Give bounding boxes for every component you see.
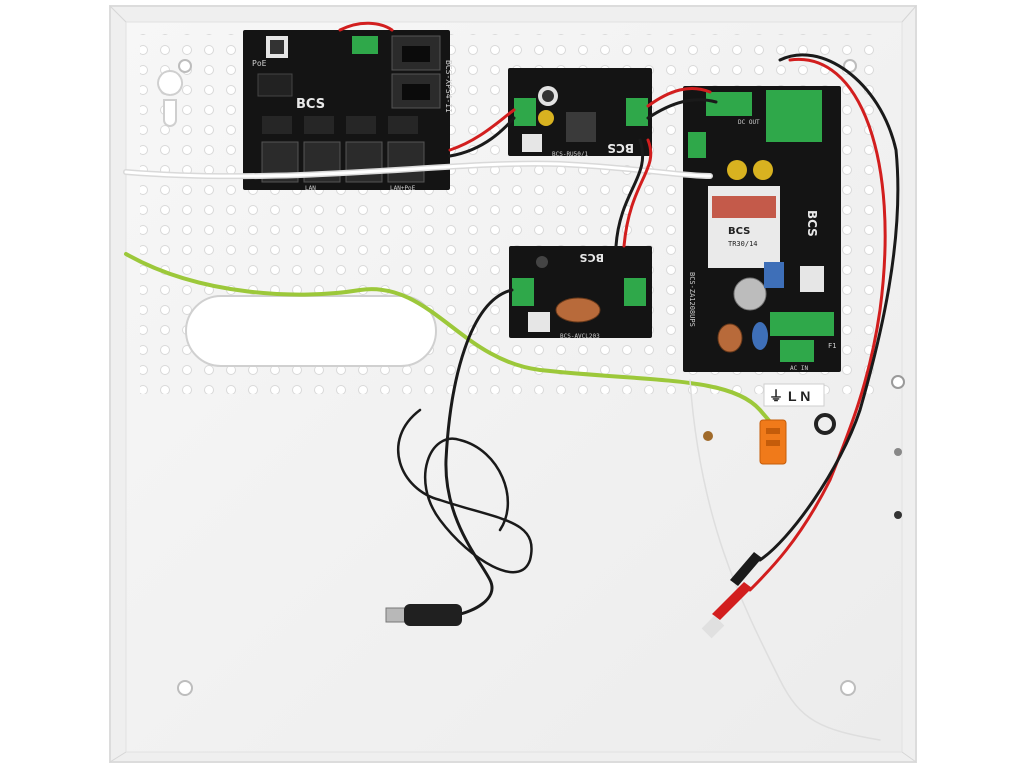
switch-brand: BCS [296, 97, 325, 112]
psu-brand: BCS [805, 210, 819, 237]
switch-poe-label: PoE [252, 59, 267, 68]
wiring [123, 21, 900, 741]
switch-lan-poe-label: LAN+PoE [390, 185, 416, 192]
battery-connectors [701, 552, 762, 639]
ground-connector [759, 419, 787, 465]
mounting-screws [177, 59, 905, 696]
poe-switch-board: BCS PoE BCS-XPS4-II LAN LAN+PoE [243, 30, 453, 192]
psu-transformer-model: TR30/14 [728, 240, 758, 248]
mains-terminal-label: ⏚ L N [763, 383, 836, 435]
switch-lan-label: LAN [305, 185, 316, 192]
psu-fuse-label: F1 [828, 342, 836, 350]
power-supply-board: BCS TR30/14 BCS BCS-ZA1208UPS F1 AC IN D… [683, 86, 841, 372]
converter-top-brand: BCS [607, 141, 634, 155]
converter-mid-model: BCS-AVCL203 [560, 333, 600, 340]
psu-dc-label: DC OUT [738, 119, 760, 126]
ground-symbol: ⏚ [769, 388, 783, 404]
dc-converter-mid-board: BCS BCS-AVCL203 [509, 246, 652, 340]
switch-model: BCS-XPS4-II [444, 60, 453, 113]
dc-barrel-plug [385, 604, 462, 626]
converter-mid-brand: BCS [579, 251, 604, 264]
ln-text: L N [788, 388, 810, 404]
dc-converter-top-board: BCS BCS-RU50/1 [508, 68, 652, 158]
cable-cutout [185, 295, 437, 367]
psu-ac-label: AC IN [790, 365, 808, 372]
psu-model: BCS-ZA1208UPS [688, 272, 696, 327]
keyhole-slot [157, 70, 184, 127]
converter-top-model: BCS-RU50/1 [552, 151, 589, 158]
psu-transformer-brand: BCS [728, 226, 750, 237]
